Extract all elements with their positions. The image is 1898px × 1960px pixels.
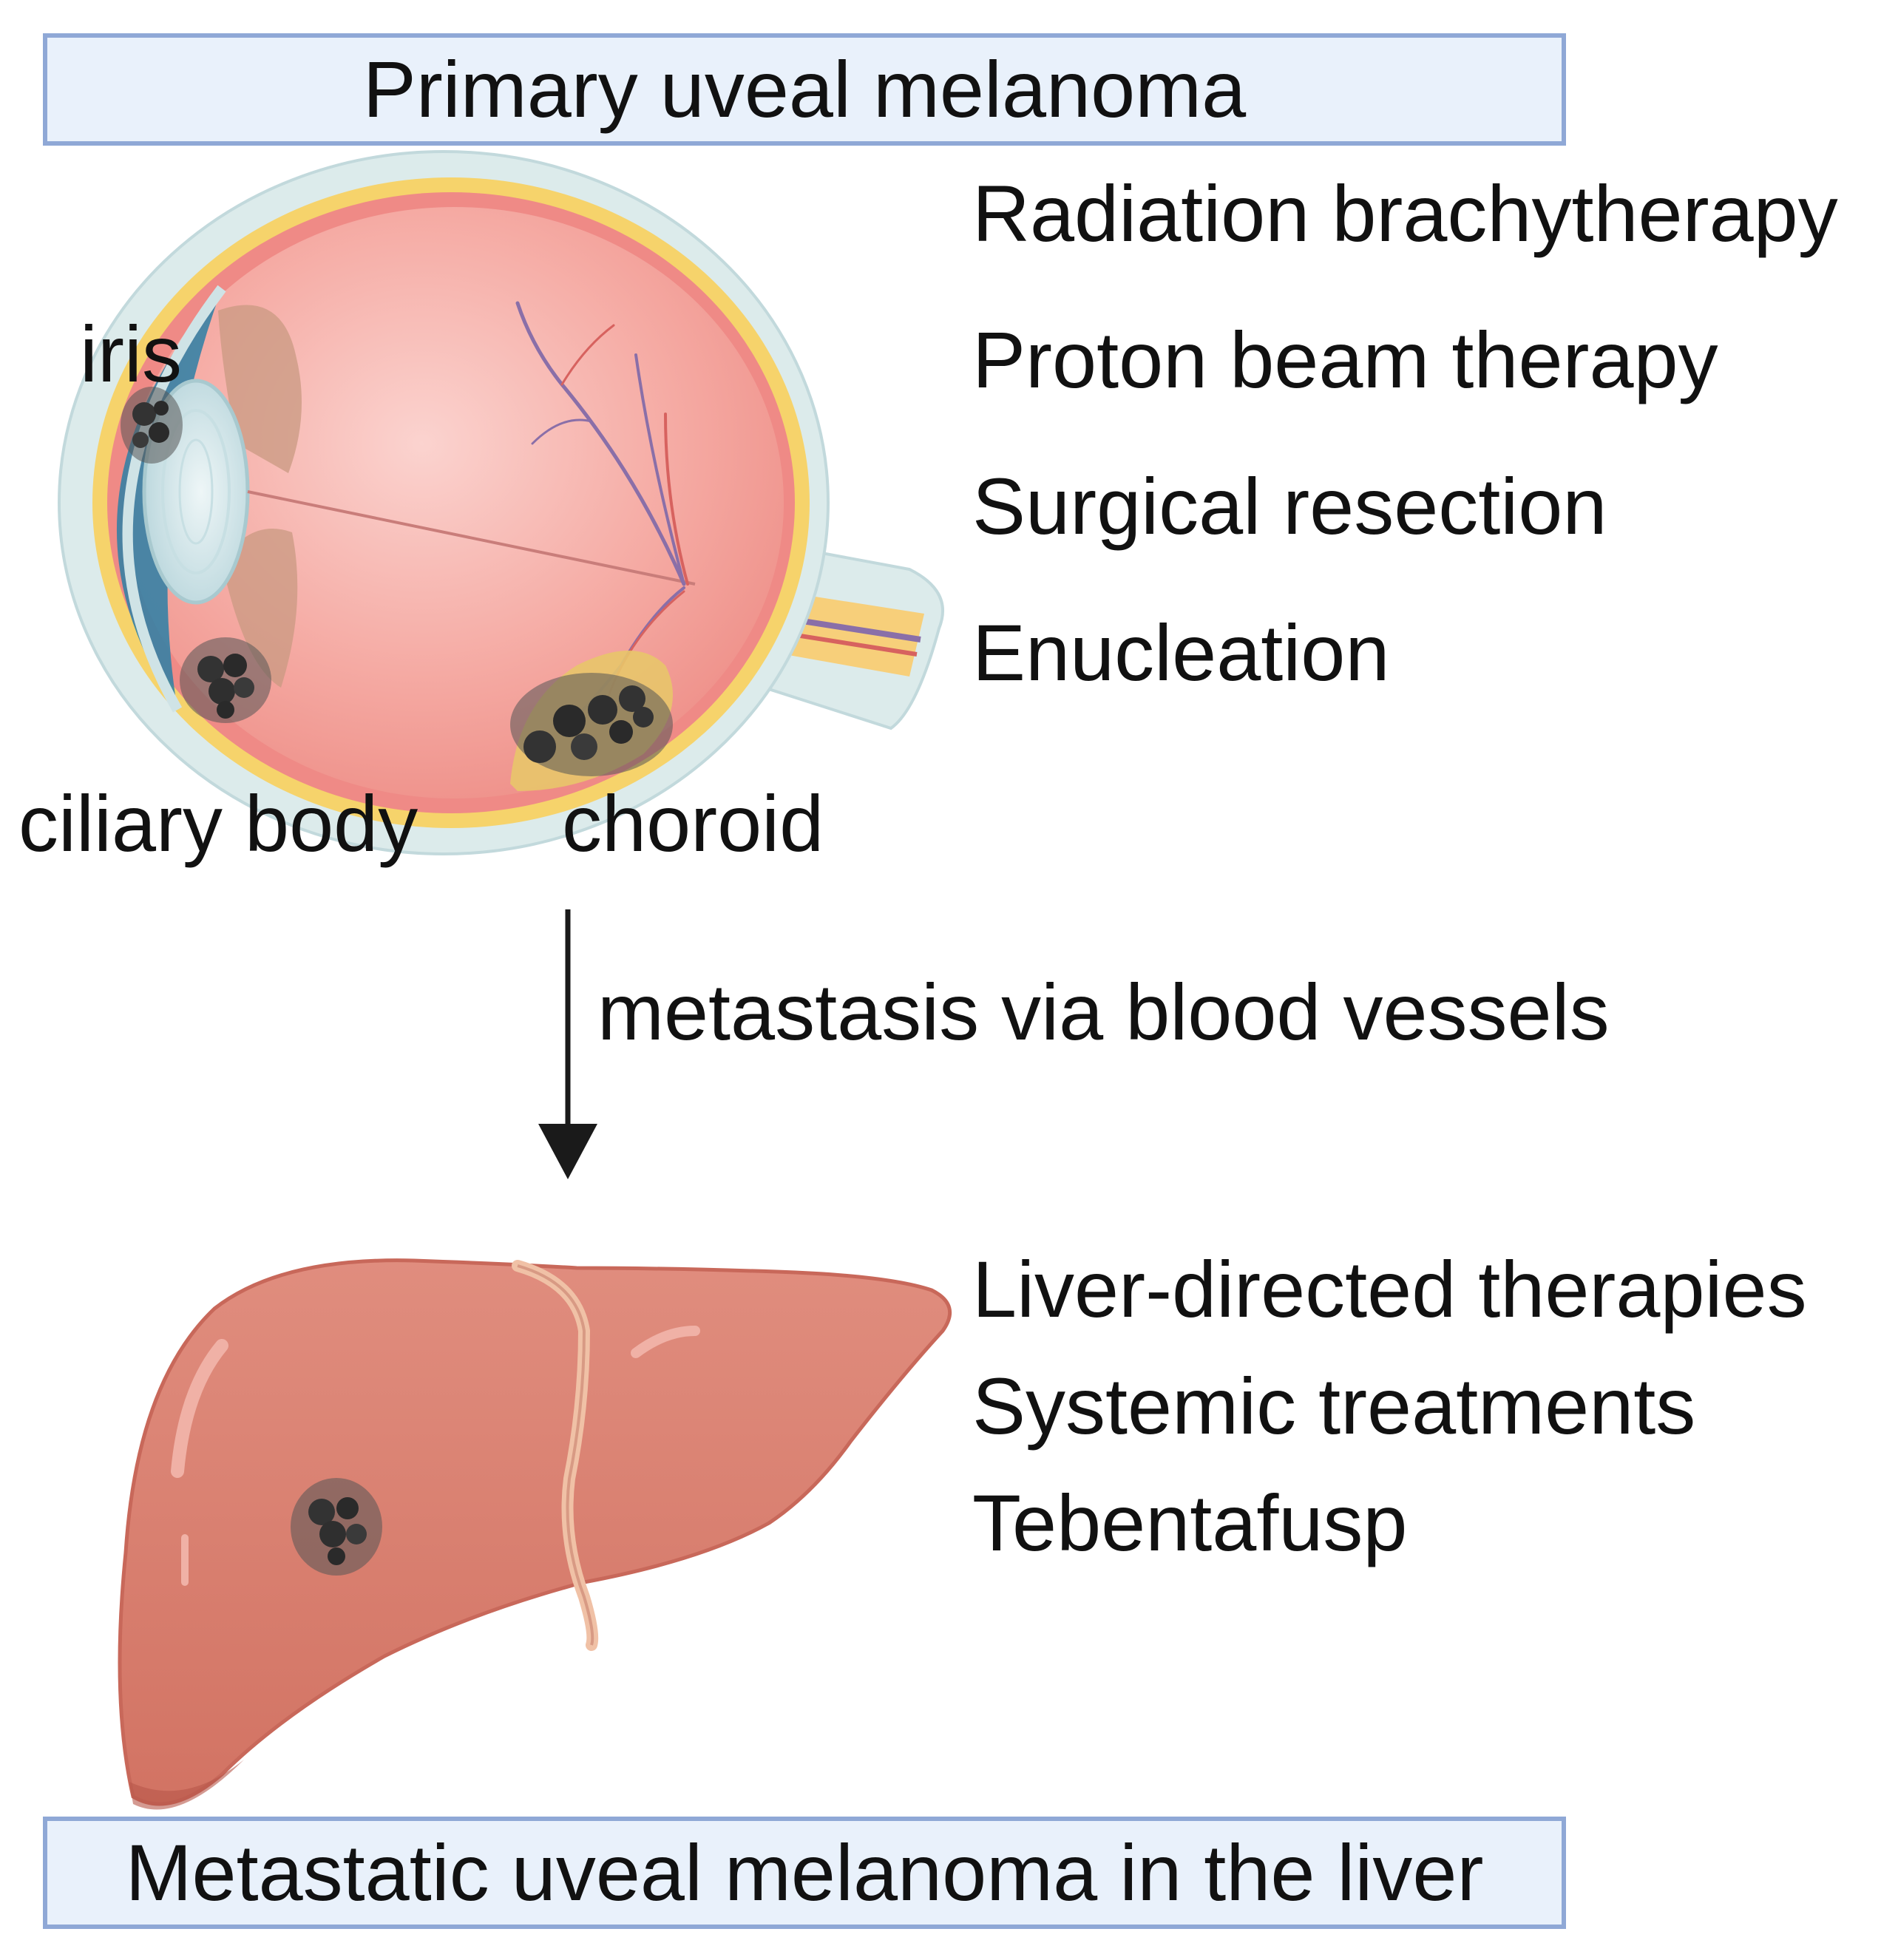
treatment-item: Tebentafusp — [972, 1478, 1408, 1567]
label-choroid: choroid — [562, 779, 824, 868]
top-title-box: Primary uveal melanoma — [43, 33, 1566, 146]
primary-treatments-list: Radiation brachytherapy Proton beam ther… — [972, 174, 1838, 759]
eye-illustration — [58, 150, 944, 855]
bottom-title-box: Metastatic uveal melanoma in the liver — [43, 1817, 1566, 1929]
label-ciliary-body: ciliary body — [18, 779, 418, 868]
metastatic-treatments-list: Liver-directed therapies Systemic treatm… — [972, 1249, 1807, 1600]
treatment-item: Systemic treatments — [972, 1361, 1696, 1451]
treatment-item: Radiation brachytherapy — [972, 169, 1838, 258]
liver-tumor — [291, 1478, 382, 1576]
bottom-title: Metastatic uveal melanoma in the liver — [125, 1828, 1484, 1917]
top-title: Primary uveal melanoma — [362, 44, 1247, 134]
treatment-item: Liver-directed therapies — [972, 1244, 1807, 1334]
ciliary-muscle-lower — [222, 529, 298, 688]
treatment-item: Surgical resection — [972, 461, 1607, 551]
ciliary-body-tumor — [180, 637, 271, 723]
iris-tumor — [121, 387, 183, 464]
liver-illustration — [118, 1258, 952, 1810]
metastasis-arrow — [538, 909, 597, 1179]
treatment-item: Enucleation — [972, 608, 1390, 697]
label-iris: iris — [80, 309, 182, 399]
choroid-tumor — [510, 651, 673, 791]
metastasis-label: metastasis via blood vessels — [597, 967, 1610, 1057]
treatment-item: Proton beam therapy — [972, 315, 1718, 404]
liver-body — [118, 1258, 952, 1806]
